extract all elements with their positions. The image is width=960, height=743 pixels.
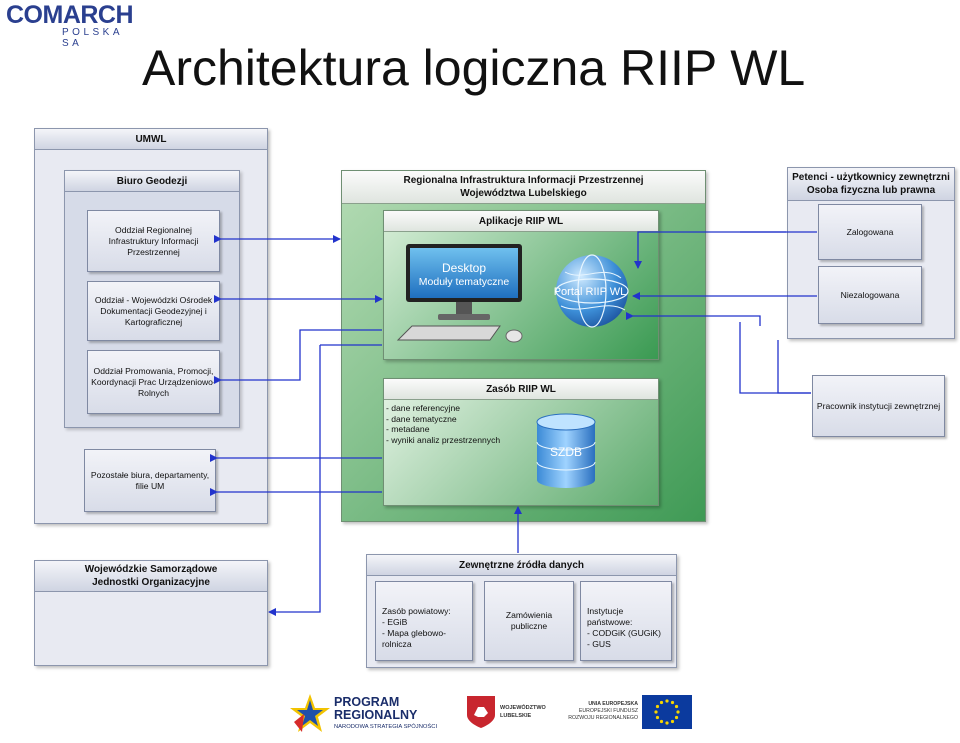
zasob-powiatowy-box: Zasób powiatowy: - EGiB - Mapa glebowo-r… <box>375 581 473 661</box>
zasob-panel: Zasób RIIP WL <box>383 378 659 506</box>
instytucje-line: - CODGiK (GUGiK) <box>587 628 661 638</box>
eu-star-icon <box>665 699 669 703</box>
portal-label: Portal RIIP WL <box>553 286 627 298</box>
logo-main-text: COMARCH <box>6 1 134 29</box>
globe-icon <box>555 254 629 328</box>
zasob-item: - metadane <box>386 424 430 434</box>
eu-flag-icon <box>642 695 692 729</box>
program-line2: REGIONALNY <box>334 708 418 722</box>
niezalogowana-box: Niezalogowana <box>818 266 922 324</box>
eu-star-icon <box>654 710 658 714</box>
desktop-label: Desktop Moduły tematyczne <box>412 261 516 289</box>
zamowienia-box: Zamówienia publiczne <box>484 581 574 661</box>
eu-star-icon <box>670 700 675 705</box>
wsjo-panel: Wojewódzkie Samorządowe Jednostki Organi… <box>34 560 268 666</box>
eu-star-icon <box>655 704 660 709</box>
desktop-label-line2: Moduły tematyczne <box>418 276 510 288</box>
riip-header: Regionalna Infrastruktura Informacji Prz… <box>342 171 705 204</box>
wsjo-header: Wojewódzkie Samorządowe Jednostki Organi… <box>35 561 267 592</box>
eu-star-icon <box>659 719 664 724</box>
oddzial-riip-box: Oddział Regionalnej Infrastruktury Infor… <box>87 210 220 272</box>
zasob-item: - wyniki analiz przestrzennych <box>386 434 501 445</box>
program-line3: NARODOWA STRATEGIA SPÓJNOŚCI <box>334 724 438 730</box>
zewnetrzne-header: Zewnętrzne źródła danych <box>367 555 676 576</box>
oddzial-promowania-box: Oddział Promowania, Promocji, Koordynacj… <box>87 350 220 414</box>
zasob-list: - dane referencyjne - dane tematyczne - … <box>386 403 536 445</box>
petenci-title-line2: Osoba fizyczna lub prawna <box>806 185 936 196</box>
zasob-item: - dane referencyjne <box>386 403 461 413</box>
instytucje-line: - GUS <box>587 639 611 649</box>
pozostale-biura-box: Pozostałe biura, departamenty, filie UM <box>84 449 216 512</box>
woj-line1: WOJEWÓDZTWO <box>500 705 546 711</box>
eu-star-icon <box>659 700 664 705</box>
petenci-header: Petenci - użytkownicy zewnętrzni Osoba f… <box>788 168 954 201</box>
eu-star-icon <box>655 715 660 720</box>
desktop-computer-icon <box>396 244 523 343</box>
arrow-pracownik-2 <box>777 340 811 394</box>
instytucje-box: Instytucje państwowe: - CODGiK (GUGiK) -… <box>580 581 672 661</box>
program-regionalny-logo: PROGRAM REGIONALNY NARODOWA STRATEGIA SP… <box>288 690 448 738</box>
zalogowana-box: Zalogowana <box>818 204 922 260</box>
desktop-label-line1: Desktop <box>441 261 487 275</box>
page-title: Architektura logiczna RIIP WL <box>142 40 806 96</box>
zasob-powiatowy-line: - EGiB <box>382 617 408 627</box>
pracownik-box: Pracownik instytucji zewnętrznej <box>812 375 945 437</box>
ue-line1: UNIA EUROPEJSKA <box>588 701 638 707</box>
biuro-geodezji-header: Biuro Geodezji <box>65 171 239 192</box>
umwl-header: UMWL <box>35 129 267 150</box>
wsjo-title-line1: Wojewódzkie Samorządowe <box>84 564 218 575</box>
instytucje-line: Instytucje państwowe: <box>587 606 633 627</box>
logo-sub-text: POLSKA SA <box>62 27 123 49</box>
eu-star-icon <box>670 719 675 724</box>
database-icon <box>536 413 596 488</box>
star-logo-icon <box>290 694 330 732</box>
eu-star-icon <box>665 721 669 725</box>
ue-line3: ROZWOJU REGIONALNEGO <box>568 715 638 721</box>
comarch-logo: COMARCH POLSKA SA <box>6 1 134 50</box>
ue-logo: UNIA EUROPEJSKA EUROPEJSKI FUNDUSZ ROZWO… <box>568 695 708 731</box>
wojewodztwo-logo: WOJEWÓDZTWO LUBELSKIE <box>466 695 556 731</box>
petenci-title-line1: Petenci - użytkownicy zewnętrzni <box>792 172 950 183</box>
eu-star-icon <box>674 715 679 720</box>
zasob-header: Zasób RIIP WL <box>384 379 658 400</box>
zasob-powiatowy-line: Zasób powiatowy: <box>382 606 451 616</box>
wsjo-title-line2: Jednostki Organizacyjne <box>92 577 210 588</box>
aplikacje-header: Aplikacje RIIP WL <box>384 211 658 232</box>
zasob-powiatowy-line: - Mapa glebowo-rolnicza <box>382 628 447 649</box>
eu-star-icon <box>674 704 679 709</box>
ue-line2: EUROPEJSKI FUNDUSZ <box>578 708 638 714</box>
eu-star-icon <box>676 710 680 714</box>
db-label: SZDB <box>549 445 582 459</box>
woj-line2: LUBELSKIE <box>500 713 532 719</box>
program-line1: PROGRAM <box>334 695 400 709</box>
zasob-item: - dane tematyczne <box>386 413 457 424</box>
oddzial-wodgik-box: Oddział - Wojewódzki Ośrodek Dokumentacj… <box>87 281 220 341</box>
coat-of-arms-icon <box>467 696 495 728</box>
riip-title-line2: Województwa Lubelskiego <box>460 188 587 199</box>
riip-title-line1: Regionalna Infrastruktura Informacji Prz… <box>403 175 644 186</box>
